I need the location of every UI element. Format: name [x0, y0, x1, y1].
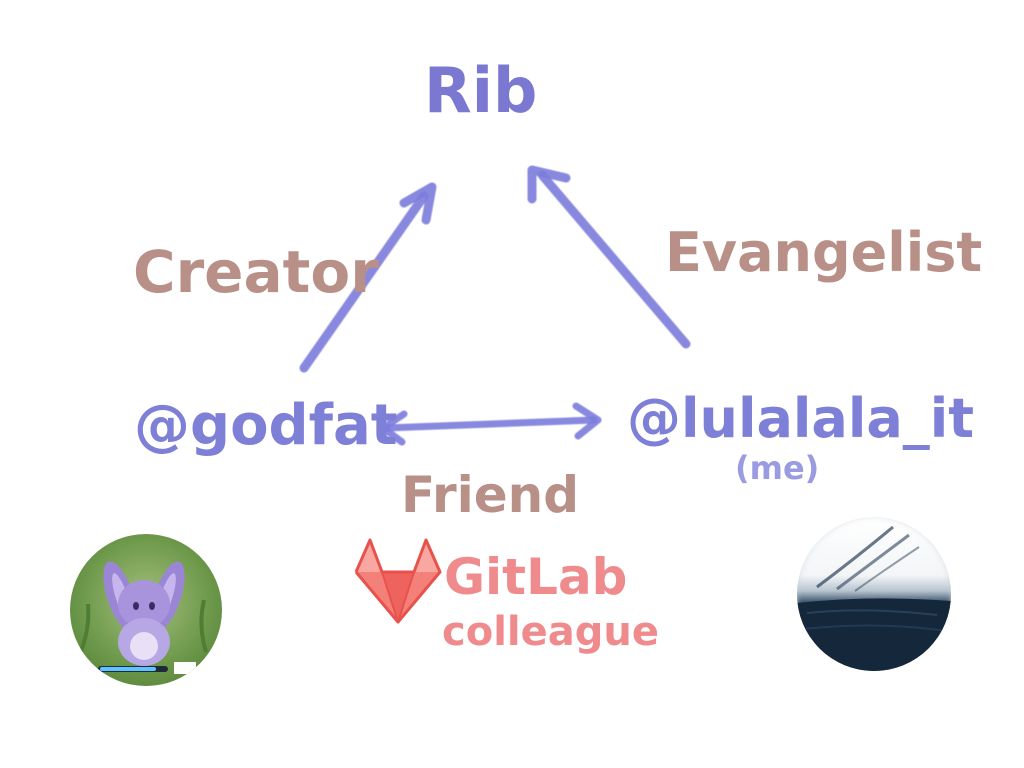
godfat-avatar	[70, 534, 222, 686]
node-rib-label: Rib	[424, 54, 538, 127]
lulalala-avatar	[797, 517, 951, 671]
node-lulalala-label: @lulalala_it	[627, 387, 975, 450]
edge-creator-label: Creator	[133, 238, 379, 306]
node-godfat-label: @godfat	[134, 393, 398, 458]
edge-colleague-label: colleague	[442, 609, 659, 655]
edge-friend-label: Friend	[401, 466, 580, 524]
arrow-friend	[379, 402, 602, 446]
arrow-creator	[299, 182, 437, 373]
dark-hair-avatar-icon	[797, 525, 951, 671]
purple-rabbit-avatar-icon	[78, 561, 208, 674]
arrow-evangelist	[527, 165, 691, 349]
edge-gitlab-label: GitLab	[444, 548, 628, 606]
edge-evangelist-label: Evangelist	[665, 221, 983, 284]
node-lulalala-note: (me)	[735, 449, 820, 487]
gitlab-logo-icon	[354, 538, 442, 624]
